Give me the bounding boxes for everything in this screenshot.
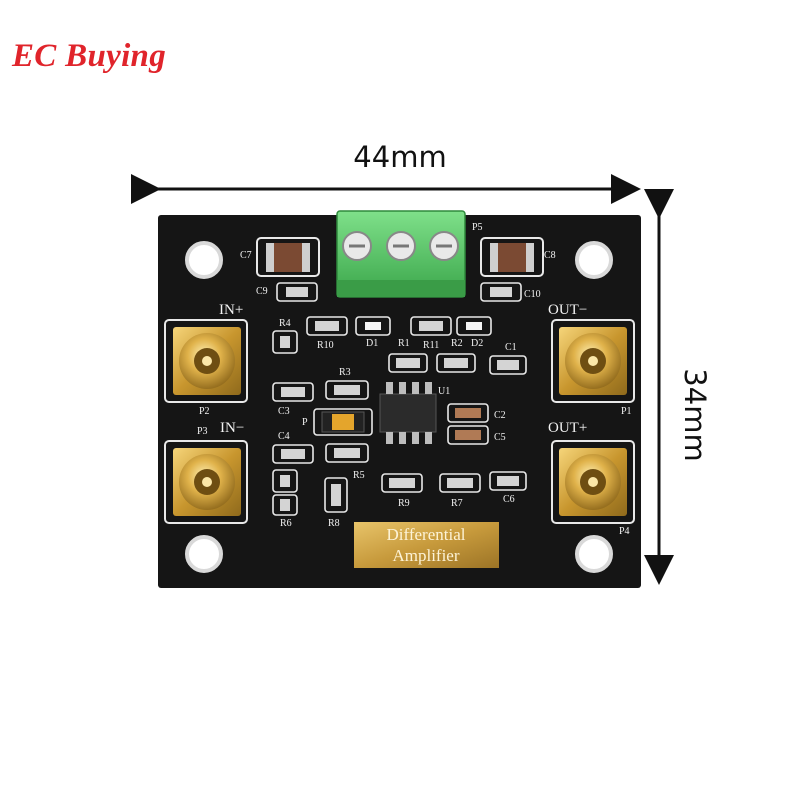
plate-line-2: Amplifier bbox=[392, 546, 459, 565]
designator-r2: R2 bbox=[451, 338, 463, 349]
brand-logo: EC Buying bbox=[12, 38, 167, 74]
designator-r8: R8 bbox=[328, 518, 340, 529]
designator-r7: R7 bbox=[451, 498, 463, 509]
label-in-plus: IN+ bbox=[219, 302, 243, 318]
designator-c1: C1 bbox=[505, 342, 517, 353]
designator-c5: C5 bbox=[494, 432, 506, 443]
designator-d1: D1 bbox=[366, 338, 378, 349]
title-plate bbox=[354, 522, 499, 568]
designator-r3: R3 bbox=[339, 367, 351, 378]
designator-r9: R9 bbox=[398, 498, 410, 509]
capacitor-c7-c8 bbox=[256, 237, 544, 277]
terminal-block bbox=[336, 210, 466, 298]
smd-bodies bbox=[280, 287, 519, 511]
designator-c3: C3 bbox=[278, 406, 290, 417]
designator-labels: C7 C8 C9 C10 P5 R4 R10 D1 R1 R11 R2 D2 C… bbox=[197, 222, 632, 537]
designator-c7: C7 bbox=[240, 250, 252, 261]
designator-p5: P5 bbox=[472, 222, 483, 233]
mounting-holes bbox=[185, 241, 613, 573]
sma-connectors bbox=[164, 319, 635, 524]
designator-p3: P3 bbox=[197, 426, 208, 437]
label-out-minus: OUT− bbox=[548, 302, 587, 318]
designator-r5: R5 bbox=[353, 470, 365, 481]
designator-r11: R11 bbox=[423, 340, 439, 351]
designator-p2: P2 bbox=[199, 406, 210, 417]
designator-c2: C2 bbox=[494, 410, 506, 421]
designator-c10: C10 bbox=[524, 289, 541, 300]
designator-c8: C8 bbox=[544, 250, 556, 261]
plate-line-1: Differential bbox=[387, 525, 466, 544]
designator-r4: R4 bbox=[279, 318, 291, 329]
label-in-minus: IN− bbox=[220, 420, 244, 436]
designator-p: P bbox=[302, 417, 308, 428]
width-dimension-label: 44mm bbox=[353, 140, 447, 174]
designator-d2: D2 bbox=[471, 338, 483, 349]
designator-p1: P1 bbox=[621, 406, 632, 417]
designator-r10: R10 bbox=[317, 340, 334, 351]
op-amp-u1 bbox=[379, 382, 437, 444]
label-out-plus: OUT+ bbox=[548, 420, 587, 436]
smd-components bbox=[272, 282, 527, 516]
designator-r1: R1 bbox=[398, 338, 410, 349]
designator-c4: C4 bbox=[278, 431, 290, 442]
designator-u1: U1 bbox=[438, 386, 450, 397]
designator-c9: C9 bbox=[256, 286, 268, 297]
designator-r6: R6 bbox=[280, 518, 292, 529]
jumper-p bbox=[313, 408, 373, 436]
designator-p4: P4 bbox=[619, 526, 630, 537]
designator-c6: C6 bbox=[503, 494, 515, 505]
